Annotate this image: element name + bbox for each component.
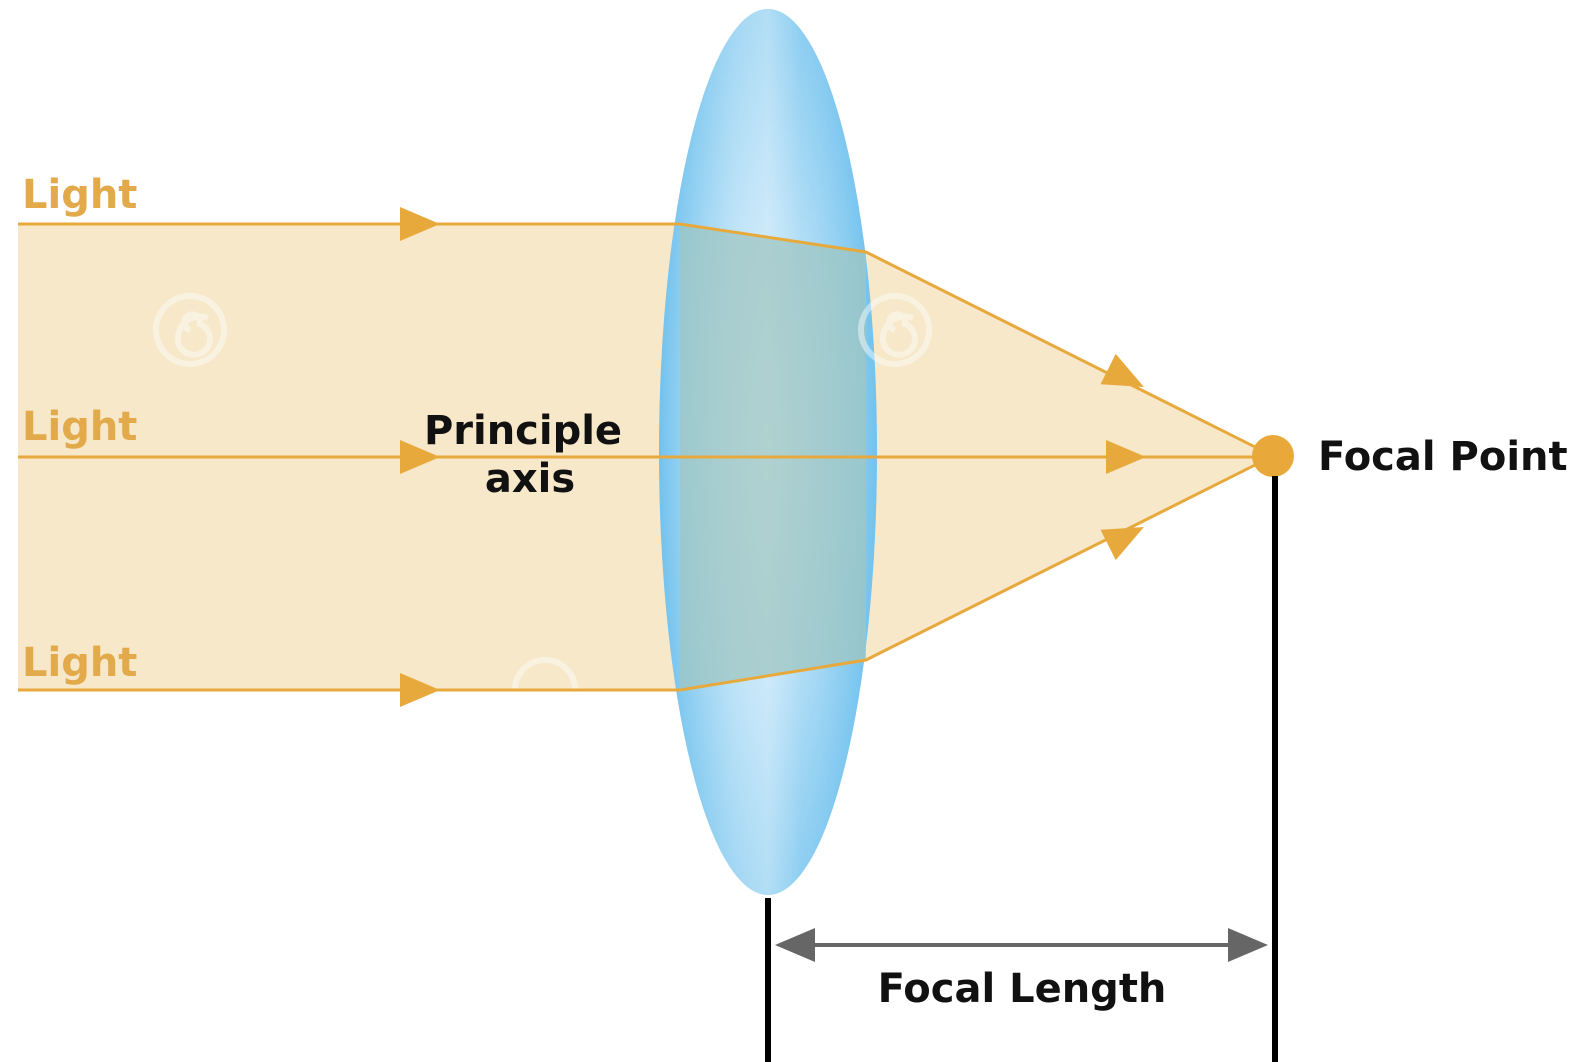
dimension-arrowhead-right (1228, 928, 1268, 962)
convex-lens (659, 9, 877, 895)
light-label-bottom: Light (22, 640, 137, 686)
spiral-watermark-icon (153, 293, 227, 367)
arrowhead-top-incoming (400, 207, 440, 241)
focal-point-label: Focal Point (1318, 434, 1568, 480)
principle-axis-label-line1: Principle (424, 408, 622, 454)
light-ray-bottom (18, 454, 1274, 692)
light-label-middle: Light (22, 404, 137, 450)
focal-length-dimension-arrow (775, 928, 1268, 962)
light-label-top: Light (22, 172, 137, 218)
principle-axis-label-line2: axis (485, 456, 575, 502)
ray-arrowheads (400, 207, 1146, 707)
spiral-watermark-icon (1212, 657, 1278, 723)
light-ray-top (18, 222, 1274, 458)
arrowhead-middle-incoming (400, 440, 440, 474)
spiral-watermark-icon (858, 293, 932, 367)
arrowhead-middle-outgoing (1106, 440, 1146, 474)
arrowhead-bottom-outgoing (1100, 527, 1144, 561)
focal-length-label: Focal Length (878, 966, 1167, 1012)
focal-point-dot (1252, 435, 1294, 477)
light-rays (18, 222, 1274, 692)
arrowhead-bottom-incoming (400, 673, 440, 707)
dimension-arrowhead-left (775, 928, 815, 962)
arrowhead-top-outgoing (1100, 353, 1144, 387)
